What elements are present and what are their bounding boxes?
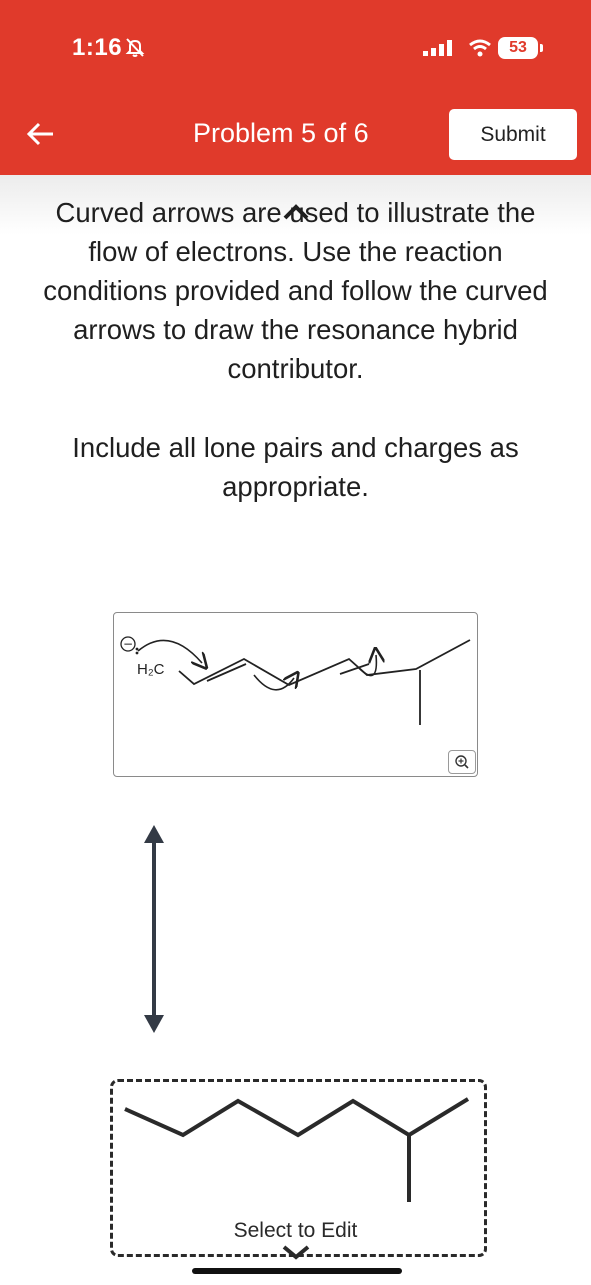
zoom-button[interactable] (448, 750, 476, 774)
home-indicator[interactable] (192, 1268, 402, 1274)
top-bar: 1:16 53 Problem 5 of 6 Submit (0, 0, 591, 175)
status-time: 1:16 (72, 34, 123, 61)
battery-indicator: 53 (498, 37, 538, 59)
submit-button[interactable]: Submit (449, 109, 577, 160)
page-title: Problem 5 of 6 (193, 118, 369, 148)
answer-structure (124, 1097, 470, 1202)
ch2-label: H₂C (137, 661, 165, 678)
lone-pair-dot (135, 651, 139, 655)
molecule-panel: − H₂C (113, 612, 478, 777)
carbon-chain (178, 639, 471, 687)
instruction-note: Include all lone pairs and charges as ap… (72, 432, 519, 502)
cellular-signal-icon (423, 40, 452, 56)
resonance-arrow-icon (144, 825, 164, 1033)
curved-arrow (358, 655, 376, 677)
lone-pair-dot (135, 647, 139, 651)
battery-nub (540, 44, 543, 52)
chevron-down-icon[interactable] (281, 1244, 311, 1260)
select-to-edit-label[interactable]: Select to Edit (233, 1219, 358, 1242)
negative-charge (120, 636, 136, 652)
starting-structure: − H₂C (120, 636, 471, 725)
arrow-left-icon[interactable] (26, 120, 56, 148)
zoom-in-icon (455, 755, 469, 769)
instruction-text: Curved arrows are used to illustrate the… (43, 197, 548, 384)
wifi-icon (469, 39, 491, 57)
curved-arrow (137, 639, 202, 663)
curved-arrow (253, 675, 294, 691)
charge-sign: − (123, 637, 133, 651)
double-bond-line (206, 663, 247, 682)
bell-slash-icon (125, 38, 145, 57)
double-bond-line (339, 663, 370, 675)
caret-up-icon[interactable] (282, 203, 310, 221)
